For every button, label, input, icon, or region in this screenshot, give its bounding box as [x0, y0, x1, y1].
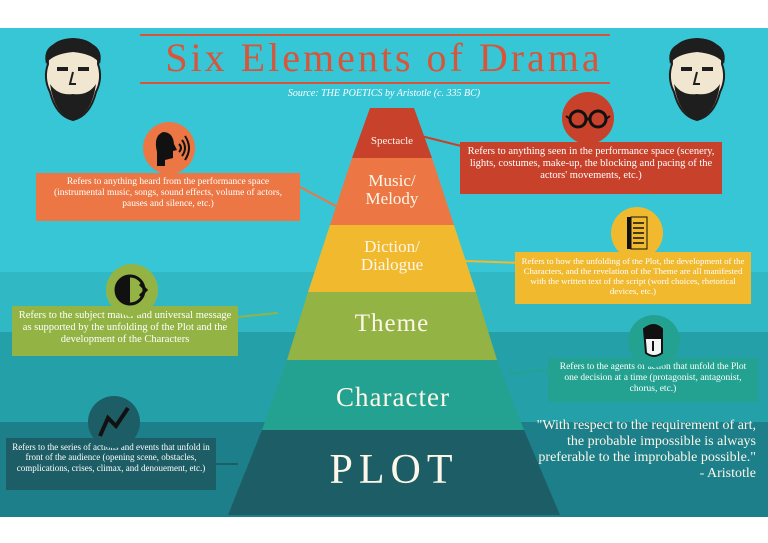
title-rule-top — [140, 34, 610, 36]
pyramid-level-plot — [228, 430, 560, 515]
speaking-head-icon — [155, 132, 190, 166]
theme-masks-icon — [114, 274, 149, 306]
connector-plot — [216, 463, 238, 465]
pyramid-level-music — [330, 158, 454, 225]
level-label-plot: PLOT — [329, 447, 459, 493]
level-label-theme: Theme — [354, 310, 430, 337]
description-diction: Refers to how the unfolding of the Plot,… — [515, 252, 751, 304]
pyramid-level-diction — [308, 225, 476, 292]
aristotle-portrait-right-icon — [668, 37, 726, 122]
pyramid-level-spectacle — [352, 108, 432, 158]
title-rule-bottom — [140, 82, 610, 84]
level-label-diction: Diction/ Dialogue — [360, 237, 424, 274]
page-title: Six Elements of Drama — [165, 35, 603, 80]
level-label-spectacle: Spectacle — [370, 135, 414, 147]
level-label-music: Music/ Melody — [365, 171, 419, 208]
level-label-character: Character — [336, 382, 450, 412]
glasses-icon — [565, 109, 611, 129]
description-spectacle: Refers to anything seen in the performan… — [460, 142, 722, 194]
aristotle-portrait-left-icon — [44, 37, 102, 122]
face-profile-icon — [642, 324, 663, 357]
aristotle-quote: "With respect to the requirement of art,… — [536, 418, 756, 482]
book-icon — [627, 216, 648, 250]
description-music: Refers to anything heard from the perfor… — [36, 173, 300, 221]
description-character: Refers to the agents of action that unfo… — [548, 358, 758, 402]
pyramid-level-character — [262, 360, 524, 430]
rising-line-icon — [98, 406, 130, 437]
pyramid-level-theme — [287, 292, 497, 360]
source-caption: Source: THE POETICS by Aristotle (c. 335… — [287, 88, 481, 99]
